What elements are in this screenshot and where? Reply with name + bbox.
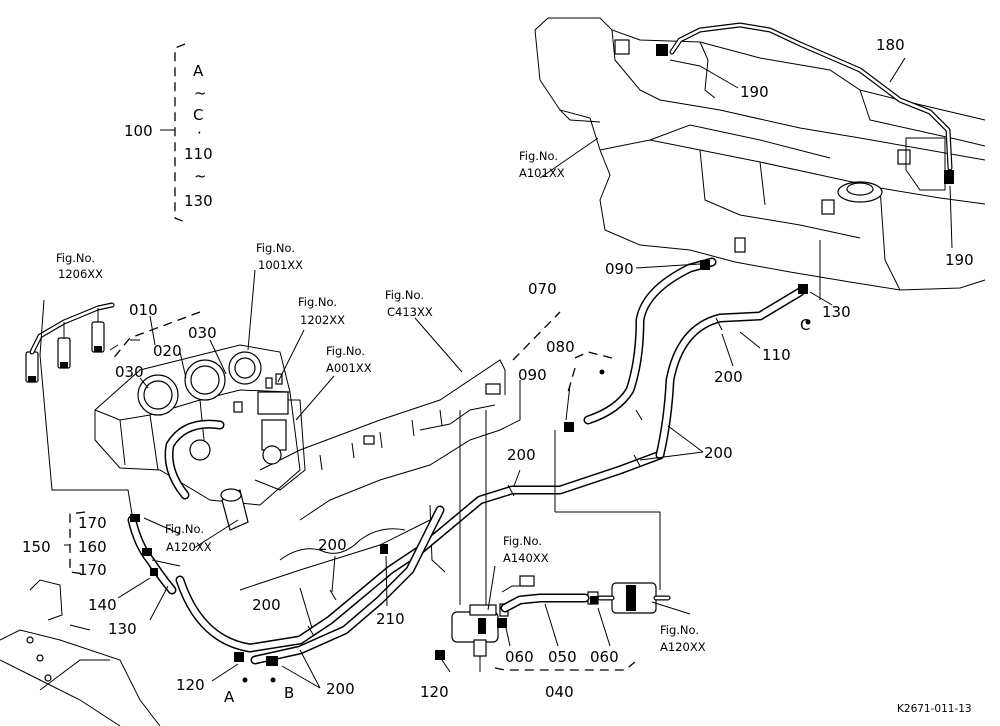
hose-engine: [127, 419, 225, 595]
callout-060-left: 060: [505, 648, 534, 666]
callout-150: 150: [22, 538, 51, 556]
callout-080: 080: [546, 338, 575, 356]
callout-030-left: 030: [115, 363, 144, 381]
figref-a101-number: A101XX: [519, 166, 565, 180]
callout-040: 040: [545, 683, 574, 701]
callout-200-mid: 200: [318, 536, 347, 554]
chassis-bracket: [0, 579, 161, 726]
fuel-tank: [534, 17, 986, 291]
callout-090-top: 090: [605, 260, 634, 278]
frame-rail: [239, 359, 521, 591]
callout-170-top: 170: [78, 514, 107, 532]
callout-140: 140: [88, 596, 117, 614]
hose-filter-link: [500, 593, 590, 613]
figref-a140-number: A140XX: [503, 551, 549, 565]
range-key-label: 100: [124, 122, 153, 140]
letter-markers: A B C: [224, 316, 810, 706]
figref-a101-label: Fig.No.: [519, 149, 558, 163]
pipe-vent: [669, 22, 953, 171]
callout-050: 050: [548, 648, 577, 666]
callout-110: 110: [762, 346, 791, 364]
callout-210: 210: [376, 610, 405, 628]
callout-160: 160: [78, 538, 107, 556]
range-key-line-1: A: [193, 62, 204, 80]
figref-1206-label: Fig.No.: [56, 251, 95, 265]
range-key-line-6: ~: [194, 167, 207, 185]
figref-a120-right-number: A120XX: [660, 640, 706, 654]
engine-block: [94, 339, 306, 531]
figref-1206-number: 1206XX: [58, 267, 103, 281]
callout-010: 010: [129, 301, 158, 319]
clamp-set: [130, 44, 954, 683]
figref-a120-right-label: Fig.No.: [660, 623, 699, 637]
hose-return: [175, 450, 665, 653]
injector-set: [25, 302, 115, 383]
callout-120-mid: 120: [420, 683, 449, 701]
marker-b: B: [284, 684, 294, 702]
marker-c: C: [800, 316, 810, 334]
callout-200-left: 200: [252, 596, 281, 614]
figref-1202-number: 1202XX: [300, 313, 345, 327]
figref-1001-number: 1001XX: [258, 258, 303, 272]
callout-130-left: 130: [108, 620, 137, 638]
callout-130-right: 130: [822, 303, 851, 321]
part-callouts: 010 020 030 030 040 050 060 060 070 080 …: [22, 36, 974, 701]
leader-lines: [39, 57, 953, 689]
figref-a120-left-label: Fig.No.: [165, 522, 204, 536]
callout-200-bottom: 200: [326, 680, 355, 698]
figref-a120-left-number: A120XX: [166, 540, 212, 554]
callout-060-right: 060: [590, 648, 619, 666]
figref-a140-label: Fig.No.: [503, 534, 542, 548]
hose-supply: [250, 257, 805, 665]
fuel-filter-assembly: [587, 582, 671, 614]
callout-030-right: 030: [188, 324, 217, 342]
callout-090-mid: 090: [518, 366, 547, 384]
callout-200-right: 200: [704, 444, 733, 462]
drawing-caption: K2671-011-13: [897, 703, 972, 715]
range-key: 100 A ~ C · 110 ~ 130: [124, 62, 213, 210]
callout-170-bottom: 170: [78, 561, 107, 579]
figure-references: Fig.No. 1206XX Fig.No. 1001XX Fig.No. 12…: [56, 149, 706, 654]
range-key-line-3: C: [193, 106, 203, 124]
figref-c413-number: C413XX: [387, 305, 433, 319]
figref-a001-label: Fig.No.: [326, 344, 365, 358]
figref-a001-number: A001XX: [326, 361, 372, 375]
callout-120-left: 120: [176, 676, 205, 694]
callout-200-right-low: 200: [714, 368, 743, 386]
range-key-line-7: 130: [184, 192, 213, 210]
marker-a: A: [224, 688, 235, 706]
callout-190-top: 190: [740, 83, 769, 101]
figref-c413-label: Fig.No.: [385, 288, 424, 302]
range-key-line-4: ·: [197, 124, 202, 142]
range-key-line-2: ~: [194, 84, 207, 102]
figref-1001-label: Fig.No.: [256, 241, 295, 255]
callout-180: 180: [876, 36, 905, 54]
callout-020: 020: [153, 342, 182, 360]
figref-1202-label: Fig.No.: [298, 295, 337, 309]
callout-070: 070: [528, 280, 557, 298]
range-key-line-5: 110: [184, 145, 213, 163]
callout-190-right: 190: [945, 251, 974, 269]
callout-200-center: 200: [507, 446, 536, 464]
